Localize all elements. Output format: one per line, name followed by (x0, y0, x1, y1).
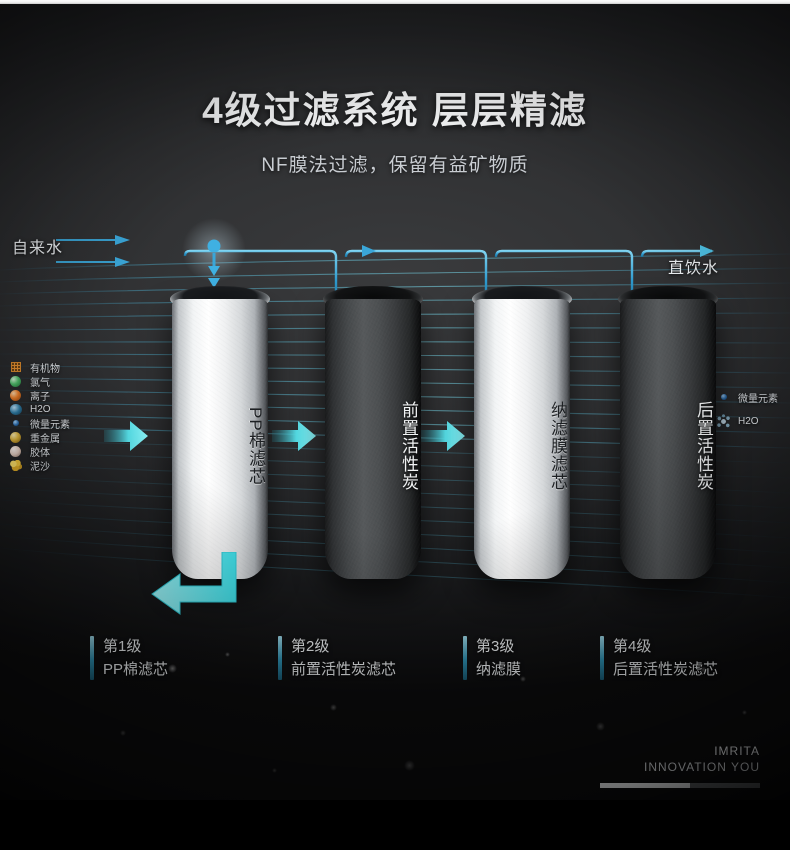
legend-item: H2O (8, 402, 70, 416)
brand-name: IMRITA (714, 744, 760, 758)
top-white-strip (0, 0, 790, 4)
legend-item-label: 氯气 (30, 377, 50, 389)
organic-grid-icon (8, 360, 23, 374)
page-subtitle: NF膜法过滤，保留有益矿物质 (261, 155, 529, 176)
output-legend: 微量元素 H2O (716, 385, 778, 433)
header: 4级过滤系统 层层精滤 NF膜法过滤，保留有益矿物质 (0, 4, 790, 177)
bokeh-dot (225, 652, 230, 657)
caption-stage: 第2级 (291, 638, 330, 655)
ion-sphere-icon (8, 388, 23, 402)
stage-caption-1: 第1级 PP棉滤芯 (90, 636, 168, 681)
filter-label: PP棉滤芯 (246, 406, 265, 486)
colloid-sphere-icon (8, 444, 23, 458)
legend-item: 离子 (8, 388, 70, 403)
filter-label: 纳滤膜滤芯 (548, 401, 567, 491)
feed-arrow-2 (272, 419, 316, 453)
chlorine-sphere-icon (8, 374, 23, 388)
silt-cluster-icon (8, 458, 23, 472)
page-title: 4级过滤系统 层层精滤 (202, 90, 588, 131)
feed-arrow-3 (421, 419, 465, 453)
inlet-label: 自来水 (12, 240, 64, 257)
stage-caption-3: 第3级 纳滤膜 (463, 636, 521, 681)
legend-item-label: 离子 (30, 391, 50, 403)
bokeh-dot (700, 666, 707, 673)
legend-item: 有机物 (8, 360, 70, 375)
legend-item: 氯气 (8, 374, 70, 389)
filter-label: 前置活性炭 (399, 401, 418, 491)
filter-stage-2[interactable]: 前置活性炭 (323, 286, 423, 579)
bokeh-dot (742, 710, 747, 715)
brand-bar-fill (600, 783, 690, 788)
bokeh-dot (596, 722, 605, 731)
stage-caption-2: 第2级 前置活性炭滤芯 (278, 636, 396, 681)
legend-item-label: H2O (738, 415, 759, 427)
legend-item: 微量元素 (8, 416, 70, 431)
caption-accent-bar (90, 636, 94, 680)
caption-stage: 第4级 (613, 638, 652, 655)
contaminant-legend: 有机物 氯气 离子 H2O 微量元素 重金属 (8, 360, 70, 473)
bokeh-dot (404, 760, 415, 771)
main-panel: 自来水 直饮水 有机物 氯气 离子 H2O 微量元素 (0, 4, 790, 800)
filter-stage-3[interactable]: 纳滤膜滤芯 (472, 286, 572, 579)
water-molecule-icon (8, 402, 23, 416)
legend-item-label: 微量元素 (30, 419, 70, 431)
outlet-label: 直饮水 (668, 260, 720, 277)
heavy-metal-sphere-icon (8, 430, 23, 444)
filter-label: 后置活性炭 (694, 401, 713, 491)
legend-item: H2O (716, 409, 778, 433)
bokeh-dot (520, 676, 526, 682)
bokeh-dot (330, 704, 337, 711)
filter-stage-4[interactable]: 后置活性炭 (618, 286, 718, 579)
bokeh-dot (168, 664, 177, 673)
caption-stage: 第3级 (476, 638, 515, 655)
caption-accent-bar (278, 636, 282, 680)
caption-stage: 第1级 (103, 638, 142, 655)
legend-item-label: 微量元素 (738, 393, 778, 405)
feed-arrow-1 (104, 419, 148, 453)
legend-item: 重金属 (8, 430, 70, 445)
legend-item: 泥沙 (8, 458, 70, 473)
legend-item: 微量元素 (716, 385, 778, 409)
caption-accent-bar (463, 636, 467, 680)
caption-name: PP棉滤芯 (103, 660, 169, 678)
legend-item-label: 有机物 (30, 363, 60, 375)
stage-caption-4: 第4级 后置活性炭滤芯 (600, 636, 718, 681)
water-cluster-icon (716, 413, 731, 429)
bokeh-dot (120, 730, 126, 736)
brand-slogan: INNOVATION YOU (643, 760, 760, 774)
legend-item-label: 胶体 (30, 447, 50, 459)
caption-name: 纳滤膜 (476, 660, 522, 678)
brand-bar-track (689, 783, 760, 788)
caption-name: 前置活性炭滤芯 (291, 660, 397, 678)
legend-item: 胶体 (8, 444, 70, 459)
filter-stage-1[interactable]: PP棉滤芯 (170, 286, 270, 579)
brand-footer: IMRITA INNOVATION YOU (600, 744, 760, 788)
drain-arrow (148, 551, 258, 618)
legend-item-label: H2O (30, 403, 51, 415)
bokeh-dot (272, 768, 277, 773)
trace-element-dot-icon (716, 390, 731, 404)
trace-element-dot-icon (8, 416, 23, 430)
caption-accent-bar (600, 636, 604, 680)
brand-progress-bar (600, 783, 760, 788)
legend-item-label: 重金属 (30, 433, 60, 445)
legend-item-label: 泥沙 (30, 461, 50, 473)
